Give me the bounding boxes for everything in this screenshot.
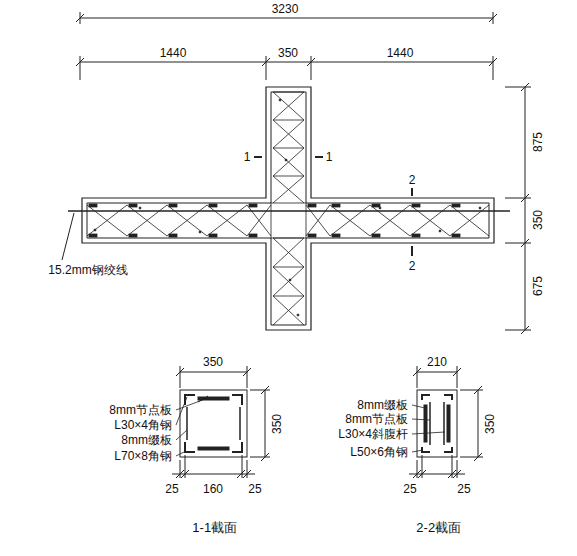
section-2-2 (409, 366, 483, 478)
prestressed-strand (68, 210, 510, 212)
dimension-label: 210 (426, 355, 448, 369)
section-1-1 (172, 366, 270, 478)
concrete-outline (82, 87, 494, 330)
component-label: 8mm缀板 (356, 398, 409, 412)
dimension-label: 875 (531, 131, 545, 153)
dimension-label: 1440 (159, 46, 188, 60)
section-mark: 2 (408, 259, 417, 273)
dimension-label: 675 (531, 275, 545, 297)
dimension-label: 25 (402, 482, 417, 496)
section-mark: 2 (408, 173, 417, 187)
component-label: L30×4斜腹杆 (337, 427, 409, 441)
component-label: L70×8角钢 (113, 449, 173, 463)
component-label: L50×6角钢 (349, 445, 409, 459)
component-label: 8mm节点板 (344, 412, 409, 426)
component-label: 15.2mm钢绞线 (47, 263, 128, 277)
dimension-label: 350 (483, 413, 497, 435)
dimension-label: 1440 (386, 46, 415, 60)
component-label: L30×4角钢 (113, 418, 173, 432)
component-label: 8mm缀板 (120, 433, 173, 447)
dimension-label: 350 (531, 209, 545, 231)
section-caption: 2-2截面 (415, 521, 462, 535)
component-label: 8mm节点板 (108, 403, 173, 417)
steel-skeleton-outline (87, 92, 489, 325)
dimension-label: 160 (202, 482, 224, 496)
dimension-label: 350 (202, 355, 224, 369)
dimension-lines (76, 12, 531, 334)
dimension-label: 25 (456, 482, 471, 496)
lattice-bracing (87, 92, 489, 325)
section-marks (254, 157, 412, 256)
leader-line (62, 213, 74, 260)
dimension-label: 3230 (271, 2, 300, 16)
dimension-label: 25 (247, 482, 262, 496)
dimension-label: 350 (270, 413, 284, 435)
leader-lines (176, 397, 205, 456)
leader-lines (412, 405, 445, 452)
section-mark: 1 (325, 150, 334, 164)
section-mark: 1 (243, 150, 252, 164)
dimension-label: 350 (277, 46, 299, 60)
dimension-label: 25 (164, 482, 179, 496)
section-caption: 1-1截面 (191, 521, 238, 535)
